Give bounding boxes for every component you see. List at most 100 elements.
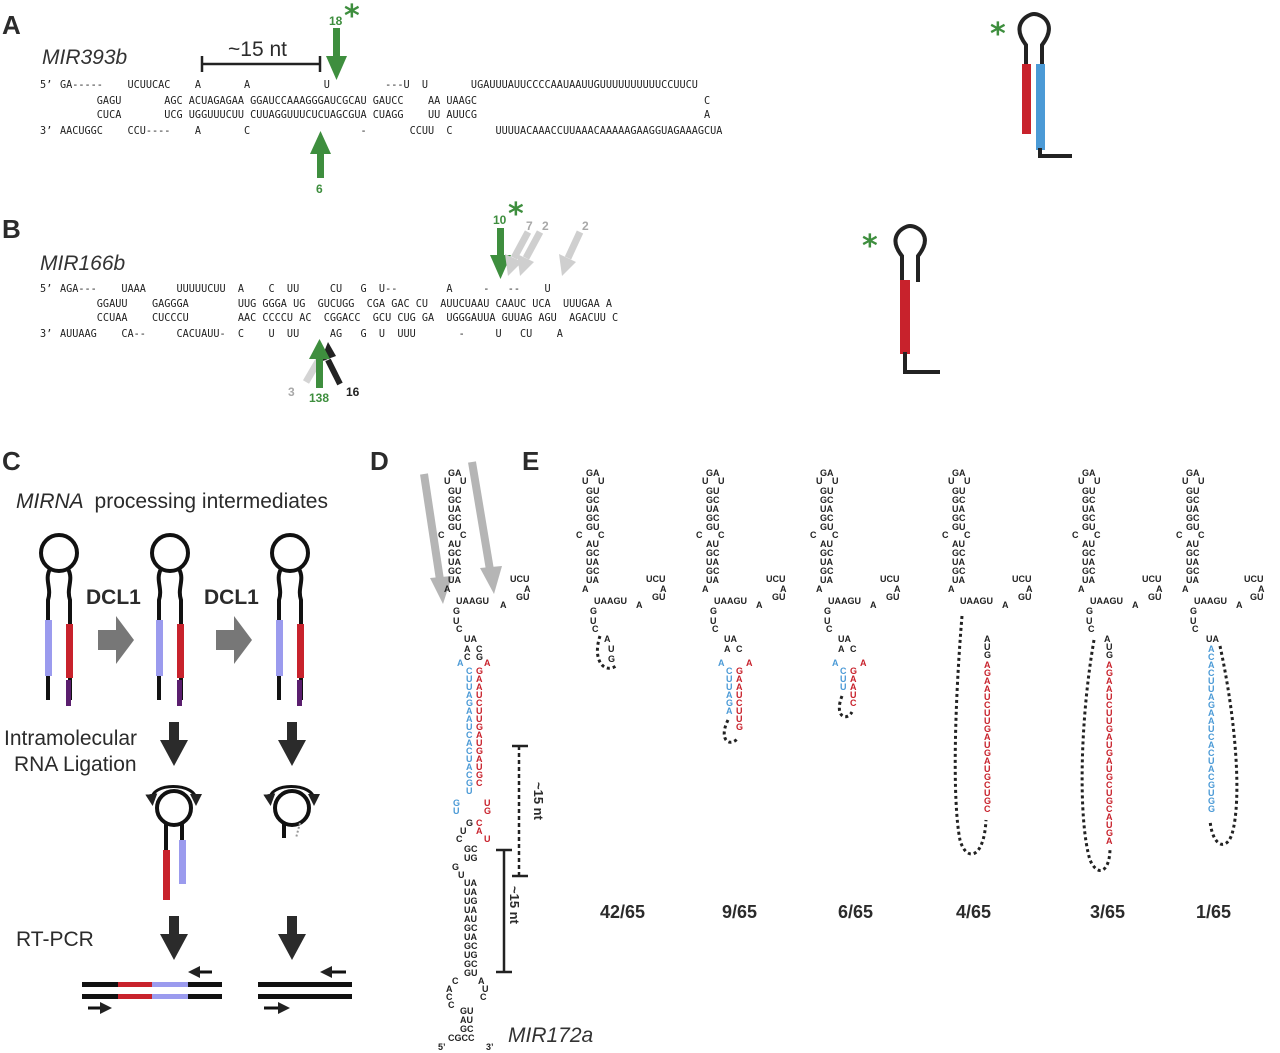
svg-text:U: U: [1182, 476, 1189, 486]
svg-text:A: A: [1182, 584, 1189, 594]
svg-text:UCU: UCU: [1142, 574, 1162, 584]
svg-text:G: G: [1208, 796, 1215, 806]
svg-text:U: U: [1106, 642, 1113, 652]
svg-text:UA: UA: [1186, 504, 1199, 514]
svg-text:G: G: [1208, 780, 1215, 790]
svg-text:A: A: [724, 644, 731, 654]
svg-text:UA: UA: [1186, 575, 1199, 585]
svg-text:G: G: [824, 606, 831, 616]
svg-text:U: U: [1106, 716, 1113, 726]
svg-text:A: A: [1104, 634, 1111, 644]
svg-text:G: G: [466, 778, 473, 788]
svg-text:UA: UA: [820, 575, 833, 585]
svg-text:GC: GC: [820, 495, 834, 505]
panel-c-ligation-label-2: RNA Ligation: [14, 753, 137, 776]
svg-text:C: C: [832, 530, 839, 540]
svg-text:A: A: [860, 658, 867, 668]
svg-text:U: U: [484, 798, 491, 808]
svg-text:A: A: [1258, 584, 1265, 594]
svg-text:GA: GA: [1186, 468, 1200, 478]
svg-text:U: U: [590, 616, 597, 626]
svg-text:U: U: [1106, 788, 1113, 798]
svg-text:U: U: [1198, 476, 1205, 486]
svg-text:U: U: [1106, 820, 1113, 830]
svg-text:C: C: [452, 976, 459, 986]
svg-text:G: G: [1106, 724, 1113, 734]
svg-text:A: A: [1106, 660, 1113, 670]
svg-text:GU: GU: [464, 968, 478, 978]
svg-text:GU: GU: [886, 592, 900, 602]
svg-text:U: U: [453, 616, 460, 626]
svg-text:GU: GU: [952, 486, 966, 496]
svg-text:G: G: [1190, 606, 1197, 616]
svg-text:GC: GC: [820, 548, 834, 558]
svg-text:A: A: [476, 730, 483, 740]
panel-c-down-arrows-rtpcr: [160, 916, 306, 960]
svg-text:GC: GC: [448, 548, 462, 558]
svg-text:A: A: [1208, 660, 1215, 670]
svg-text:AU: AU: [952, 539, 965, 549]
svg-text:G: G: [590, 606, 597, 616]
svg-text:G: G: [453, 606, 460, 616]
svg-text:G: G: [608, 654, 615, 664]
svg-text:U: U: [482, 984, 489, 994]
svg-text:U: U: [1208, 724, 1215, 734]
svg-text:C: C: [1094, 530, 1101, 540]
panel-a-letter: A: [2, 10, 21, 40]
svg-text:A: A: [476, 826, 483, 836]
svg-text:G: G: [1106, 650, 1113, 660]
svg-text:UA: UA: [820, 504, 833, 514]
svg-text:C: C: [576, 530, 583, 540]
svg-text:UA: UA: [464, 932, 477, 942]
svg-text:UAAGU: UAAGU: [594, 596, 627, 606]
svg-text:GU: GU: [1186, 522, 1200, 532]
svg-text:U: U: [1208, 676, 1215, 686]
svg-text:A: A: [756, 600, 763, 610]
svg-text:C: C: [1088, 624, 1095, 634]
svg-text:GU: GU: [1018, 592, 1032, 602]
svg-text:A: A: [1078, 584, 1085, 594]
svg-text:A: A: [1106, 676, 1113, 686]
svg-text:A: A: [816, 584, 823, 594]
svg-text:A: A: [1106, 732, 1113, 742]
svg-text:U: U: [736, 690, 743, 700]
panel-a-seq-row-2: GAGU AGC ACUAGAGAA GGAUCCAAAGGGAUCGCAU G…: [60, 96, 710, 107]
svg-text:C: C: [942, 530, 949, 540]
svg-text:U: U: [832, 476, 839, 486]
panel-b-arrow-value-1: 10: [493, 213, 507, 227]
svg-text:G: G: [850, 666, 857, 676]
panel-d-scale-bar-lower: ~15 nt: [496, 848, 522, 974]
svg-text:U: U: [476, 714, 483, 724]
svg-text:U: U: [984, 692, 991, 702]
panel-c-title: MIRNA processing intermediates: [16, 490, 328, 513]
panel-c-precursor-2: [150, 533, 190, 706]
svg-text:U: U: [1208, 788, 1215, 798]
svg-text:U: U: [948, 476, 955, 486]
svg-text:U: U: [460, 826, 467, 836]
panel-e-fraction-1: 42/65: [600, 902, 645, 922]
svg-text:GA: GA: [952, 468, 966, 478]
svg-text:A: A: [476, 754, 483, 764]
panel-b-seq-row-4: AUUAAG CA-- CACUAUU- C U UU AG G U UUU -…: [60, 329, 563, 340]
svg-text:U: U: [1208, 756, 1215, 766]
svg-text:U: U: [476, 762, 483, 772]
svg-text:U: U: [458, 870, 465, 880]
panel-b-seq-row-1: AGA--- UAAA UUUUUCUU A C UU CU G U-- A -…: [60, 284, 551, 295]
svg-text:A: A: [1156, 584, 1163, 594]
svg-text:U: U: [736, 714, 743, 724]
panel-e-fraction-6: 1/65: [1196, 902, 1231, 922]
panel-d-5prime: 5’: [438, 1042, 446, 1052]
svg-text:U: U: [850, 690, 857, 700]
svg-text:G: G: [984, 724, 991, 734]
svg-text:GC: GC: [586, 566, 600, 576]
panel-b-arrow-value-4: 2: [582, 219, 589, 233]
svg-text:G: G: [726, 698, 733, 708]
svg-text:AU: AU: [586, 539, 599, 549]
svg-text:C: C: [476, 818, 483, 828]
svg-text:C: C: [466, 666, 473, 676]
svg-text:U: U: [964, 476, 971, 486]
